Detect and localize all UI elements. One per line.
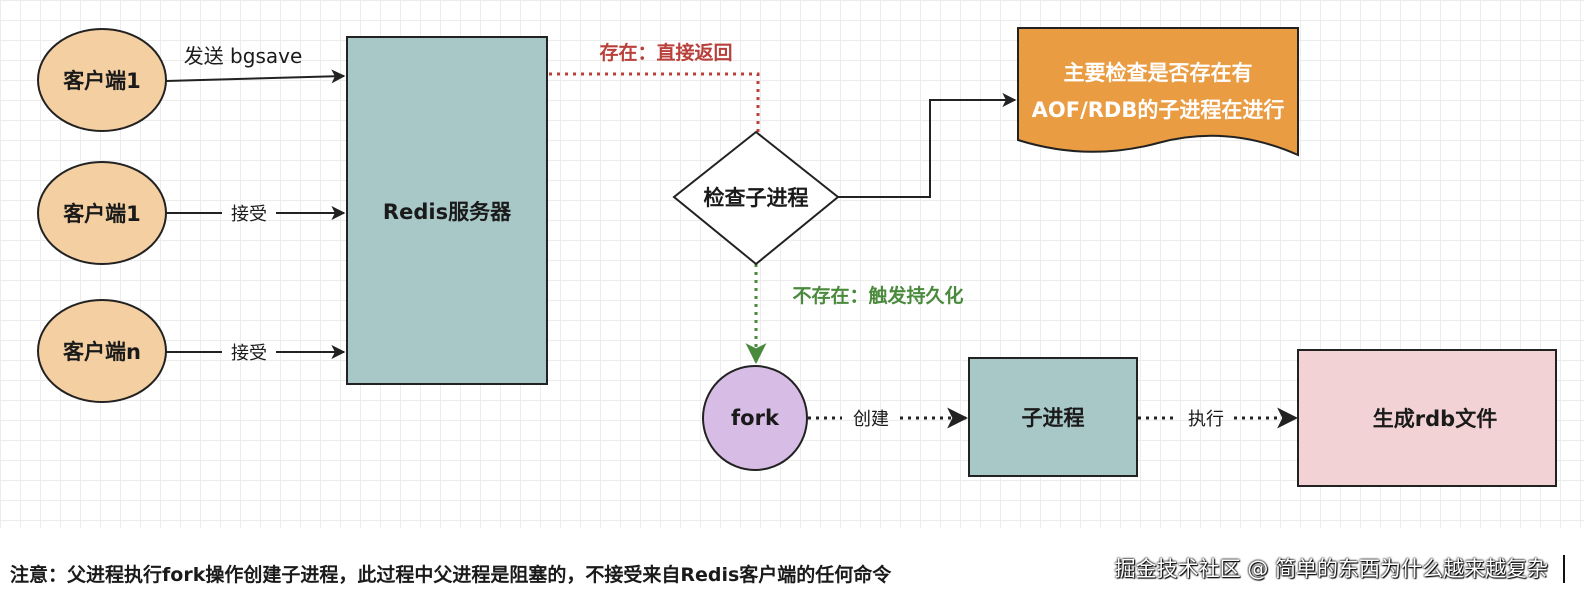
fork-node: fork xyxy=(702,365,808,471)
generate-rdb-label: 生成rdb文件 xyxy=(1373,407,1497,431)
check-note-line1: 主要检查是否存在有 xyxy=(1064,61,1253,85)
client-2-node: 客户端1 xyxy=(37,161,167,265)
check-note-document: 主要检查是否存在有 AOF/RDB的子进程在进行 xyxy=(1017,27,1299,157)
client-n-node: 客户端n xyxy=(37,299,167,403)
not-exists-persist-label: 不存在：触发持久化 xyxy=(792,284,963,307)
child-process-node: 子进程 xyxy=(968,357,1138,477)
create-label: 创建 xyxy=(853,409,889,430)
footer-note: 注意：父进程执行fork操作创建子进程，此过程中父进程是阻塞的，不接受来自Red… xyxy=(10,564,892,586)
edge-send-bgsave xyxy=(165,69,346,84)
send-bgsave-label: 发送 bgsave xyxy=(184,44,303,68)
client-1-label: 客户端1 xyxy=(63,69,141,93)
watermark-text: 掘金技术社区 @ 简单的东西为什么越来越复杂 xyxy=(1114,557,1548,581)
redis-server-node: Redis服务器 xyxy=(346,36,548,385)
client-n-label: 客户端n xyxy=(63,340,141,364)
client-1-node: 客户端1 xyxy=(37,28,167,132)
accept-label-1: 接受 xyxy=(231,204,267,225)
text-cursor xyxy=(1563,555,1565,583)
redis-server-label: Redis服务器 xyxy=(383,200,512,224)
accept-label-2: 接受 xyxy=(231,343,267,364)
execute-label: 执行 xyxy=(1188,409,1224,430)
child-process-label: 子进程 xyxy=(1022,406,1085,430)
exists-return-label: 存在：直接返回 xyxy=(599,41,732,64)
footer-band xyxy=(0,528,1584,606)
check-child-decision: 检查子进程 xyxy=(672,130,840,266)
generate-rdb-node: 生成rdb文件 xyxy=(1297,349,1557,487)
check-note-line2: AOF/RDB的子进程在进行 xyxy=(1032,98,1285,122)
edge-to-check-note xyxy=(838,93,1017,198)
check-child-label: 检查子进程 xyxy=(704,186,809,210)
fork-label: fork xyxy=(731,406,780,430)
client-2-label: 客户端1 xyxy=(63,202,141,226)
